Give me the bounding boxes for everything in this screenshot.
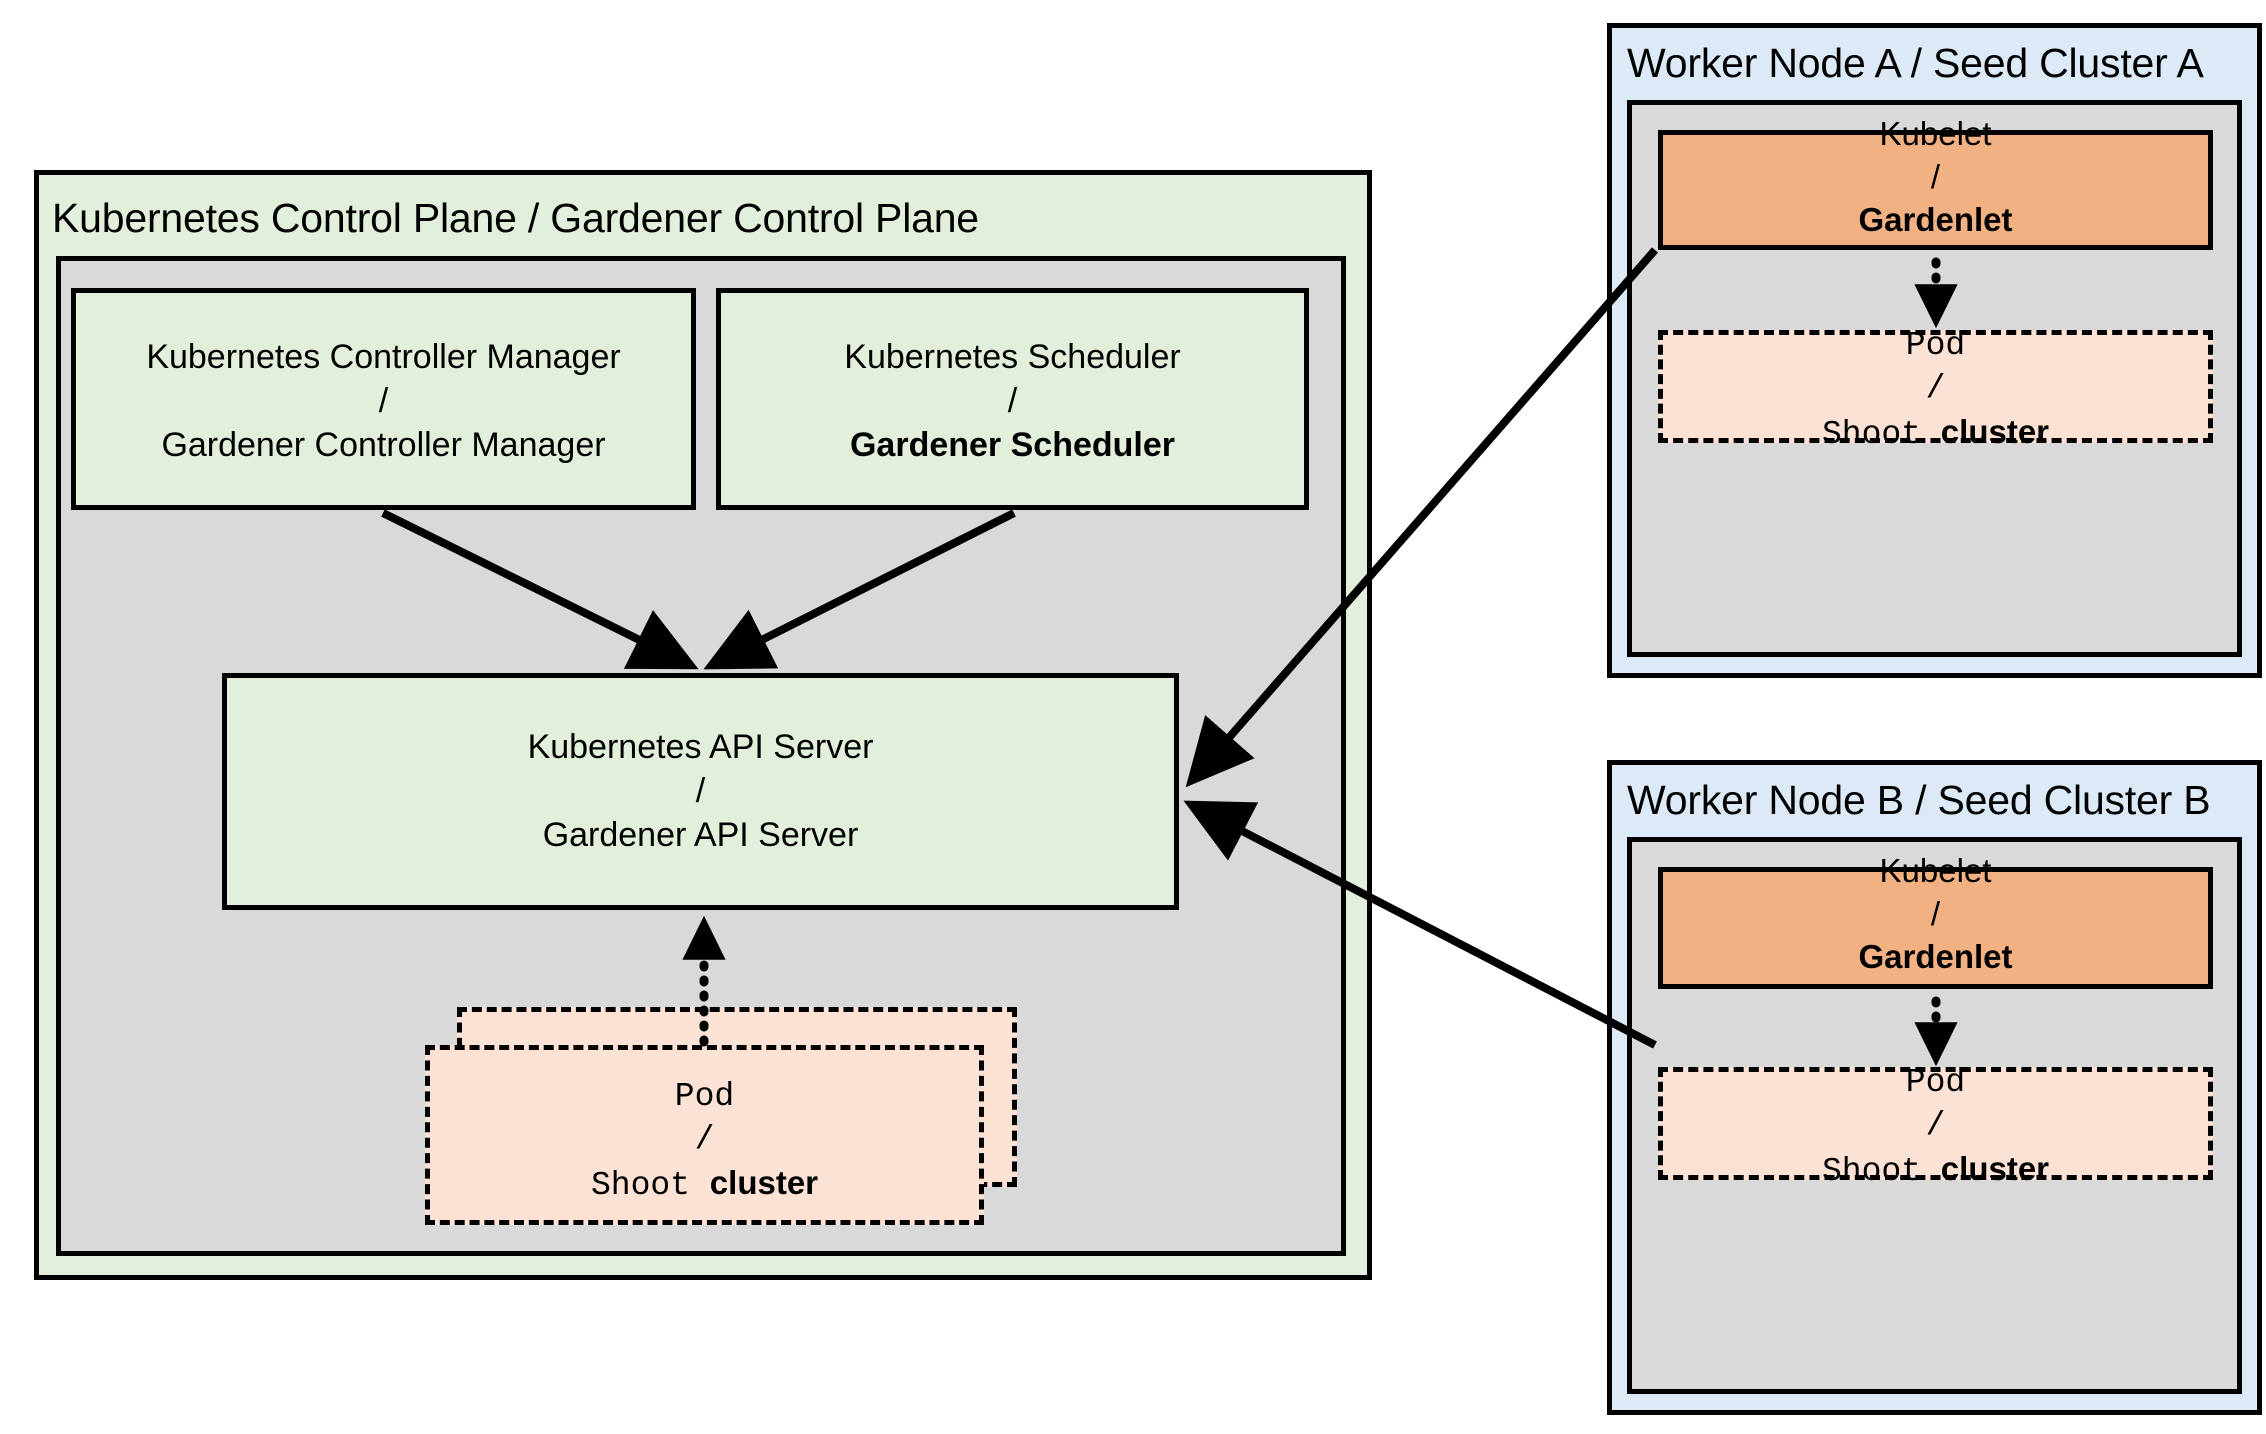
worker-node-a-pod-line-2: Shoot cluster bbox=[1663, 411, 2208, 457]
controller-manager-separator: / bbox=[378, 382, 389, 421]
worker-node-b-pod-cluster-word: cluster bbox=[1940, 1149, 2050, 1187]
api-server-separator: / bbox=[695, 772, 706, 811]
worker-node-b-pod-separator: / bbox=[1925, 1106, 1946, 1144]
worker-node-a-kubelet-line-2: Gardenlet bbox=[1858, 200, 2013, 238]
worker-node-a-kubelet-separator: / bbox=[1930, 157, 1941, 195]
scheduler-line-1: Kubernetes Scheduler bbox=[844, 338, 1181, 376]
controller-manager-box[interactable]: Kubernetes Controller Manager / Gardener… bbox=[71, 288, 696, 510]
control-plane-pod-line-2: Shoot cluster bbox=[430, 1162, 979, 1208]
worker-node-b-kubelet-separator: / bbox=[1930, 894, 1941, 932]
worker-node-b-title: Worker Node B / Seed Cluster B bbox=[1627, 777, 2211, 823]
worker-node-a-kubelet-line-1: Kubelet bbox=[1879, 115, 1992, 152]
worker-node-a-pod-line-1: Pod bbox=[1905, 327, 1966, 364]
api-server-box[interactable]: Kubernetes API Server / Gardener API Ser… bbox=[222, 673, 1179, 910]
control-plane-title: Kubernetes Control Plane / Gardener Cont… bbox=[52, 195, 979, 241]
controller-manager-line-2: Gardener Controller Manager bbox=[161, 426, 606, 465]
api-server-line-1: Kubernetes API Server bbox=[527, 728, 874, 766]
worker-node-b-kubelet-line-2: Gardenlet bbox=[1858, 937, 2013, 975]
worker-node-b-pod-line-2: Shoot cluster bbox=[1663, 1148, 2208, 1194]
control-plane-pod[interactable]: Pod / Shoot cluster bbox=[425, 1045, 984, 1225]
control-plane-pod-shoot-word: Shoot bbox=[590, 1166, 710, 1204]
worker-node-a-pod-separator: / bbox=[1925, 369, 1946, 407]
scheduler-separator: / bbox=[1007, 382, 1018, 421]
worker-node-b-pod[interactable]: Pod / Shoot cluster bbox=[1658, 1064, 2213, 1190]
worker-node-a-pod-shoot-word: Shoot bbox=[1821, 415, 1941, 453]
control-plane-pod-separator: / bbox=[694, 1120, 715, 1158]
worker-node-a-pod-cluster-word: cluster bbox=[1940, 412, 2050, 450]
scheduler-box[interactable]: Kubernetes Scheduler / Gardener Schedule… bbox=[716, 288, 1309, 510]
worker-node-b-pod-line-1: Pod bbox=[1905, 1064, 1966, 1101]
worker-node-b-kubelet-box-main[interactable]: Kubelet / Gardenlet bbox=[1658, 852, 2213, 989]
worker-node-b-pod-shoot-word: Shoot bbox=[1821, 1152, 1941, 1190]
worker-node-a-pod[interactable]: Pod / Shoot cluster bbox=[1658, 327, 2213, 453]
worker-node-a-title: Worker Node A / Seed Cluster A bbox=[1627, 40, 2204, 86]
control-plane-pod-cluster-word: cluster bbox=[709, 1163, 819, 1201]
worker-node-b-kubelet-line-1: Kubelet bbox=[1879, 852, 1992, 889]
control-plane-pod-line-1: Pod bbox=[674, 1078, 735, 1115]
scheduler-line-2: Gardener Scheduler bbox=[849, 426, 1175, 465]
controller-manager-line-1: Kubernetes Controller Manager bbox=[146, 338, 621, 376]
worker-node-a-kubelet-box[interactable]: Kubelet / Gardenlet bbox=[1658, 115, 2213, 250]
api-server-line-2: Gardener API Server bbox=[542, 816, 859, 855]
